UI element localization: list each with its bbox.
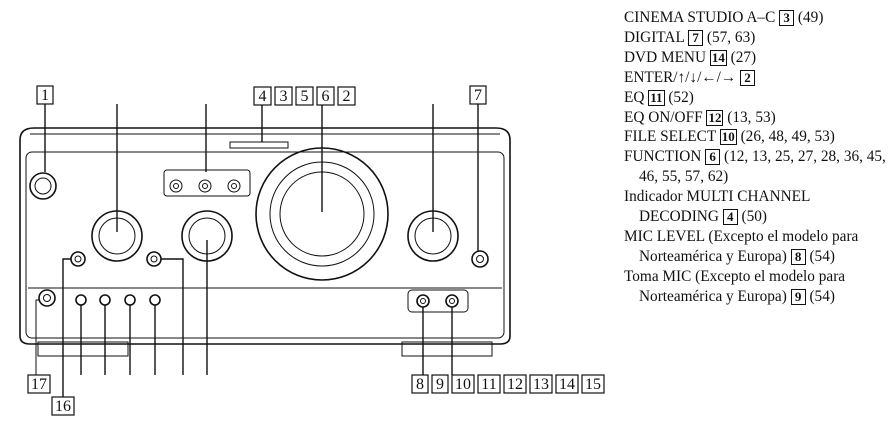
svg-text:7: 7 (474, 87, 482, 104)
panel-face (25, 151, 505, 339)
callout-16: 16 (51, 396, 75, 416)
svg-text:8: 8 (416, 376, 424, 393)
svg-text:2: 2 (343, 88, 351, 105)
svg-text:14: 14 (559, 376, 575, 393)
callout-7: 7 (469, 85, 487, 105)
bottom-button[interactable] (99, 294, 111, 306)
callout-4: 4 (253, 86, 272, 106)
index-entry: DIGITAL 7 (57, 63) (624, 28, 756, 46)
left-small-button[interactable] (70, 251, 86, 267)
power-button[interactable] (29, 172, 57, 200)
callout-12: 12 (503, 374, 527, 394)
index-entry: ENTER/↑/↓/←/→ 2 (624, 68, 890, 88)
svg-text:15: 15 (585, 376, 601, 393)
svg-text:11: 11 (481, 376, 496, 393)
svg-text:13: 13 (533, 376, 549, 393)
indicator-led (227, 179, 241, 193)
svg-text:6: 6 (322, 88, 330, 105)
callout-2: 2 (337, 86, 356, 106)
svg-text:5: 5 (301, 88, 309, 105)
index-entry: Toma MIC (Excepto el modelo para Norteam… (624, 267, 846, 305)
bottom-button[interactable] (124, 294, 136, 306)
phones-jack[interactable] (38, 289, 56, 307)
callout-8: 8 (411, 374, 429, 394)
callout-3: 3 (274, 86, 293, 106)
bottom-button[interactable] (149, 294, 161, 306)
callout-5: 5 (295, 86, 314, 106)
indicator-led (202, 183, 208, 189)
svg-text:4: 4 (259, 88, 267, 105)
callout-13: 13 (529, 374, 553, 394)
indicator-led (169, 179, 183, 193)
index-entry: MIC LEVEL (Excepto el modelo para Nortea… (624, 227, 859, 265)
svg-text:1: 1 (41, 87, 49, 104)
index-entry: FUNCTION 6 (12, 13, 25, 27, 28, 36, 45, … (624, 148, 886, 186)
callout-15: 15 (581, 374, 605, 394)
right-foot (401, 341, 493, 357)
indicator-led-group (169, 179, 241, 193)
right-small-button[interactable] (471, 250, 489, 268)
mic-area-frame (407, 289, 469, 313)
left-foot (37, 341, 129, 357)
index-entry: EQ 11 (52) (624, 88, 694, 106)
svg-text:12: 12 (507, 376, 523, 393)
callout-17: 17 (27, 374, 51, 394)
bottom-button[interactable] (75, 294, 87, 306)
indicator-led (231, 183, 237, 189)
mic-jack[interactable] (445, 294, 459, 308)
index-entry: DVD MENU 14 (27) (624, 48, 757, 66)
svg-text:16: 16 (55, 398, 71, 415)
display-window (229, 141, 289, 149)
callout-14: 14 (555, 374, 579, 394)
svg-text:17: 17 (31, 376, 47, 393)
callout-6: 6 (316, 86, 335, 106)
mic-level-knob[interactable] (416, 294, 430, 308)
callout-10: 10 (451, 374, 475, 394)
index-entry: Indicador MULTI CHANNEL DECODING 4 (50) (624, 188, 810, 226)
index-entry: CINEMA STUDIO A–C 3 (49) (624, 9, 824, 26)
center-small-button[interactable] (146, 251, 162, 267)
indicator-led (173, 183, 179, 189)
leader-lines (35, 102, 479, 397)
callout-1: 1 (36, 85, 54, 105)
index-entry: FILE SELECT 10 (26, 48, 49, 53) (624, 128, 835, 146)
callout-9: 9 (431, 374, 449, 394)
panel-body (19, 127, 511, 345)
svg-text:10: 10 (455, 376, 471, 393)
svg-text:9: 9 (436, 376, 444, 393)
callout-11: 11 (477, 374, 501, 394)
indicator-panel (163, 169, 251, 197)
control-index-list: CINEMA STUDIO A–C 3 (49) DIGITAL 7 (57, … (624, 8, 890, 307)
svg-text:3: 3 (280, 88, 288, 105)
indicator-led (198, 179, 212, 193)
index-entry: EQ ON/OFF 12 (13, 53) (624, 108, 776, 126)
